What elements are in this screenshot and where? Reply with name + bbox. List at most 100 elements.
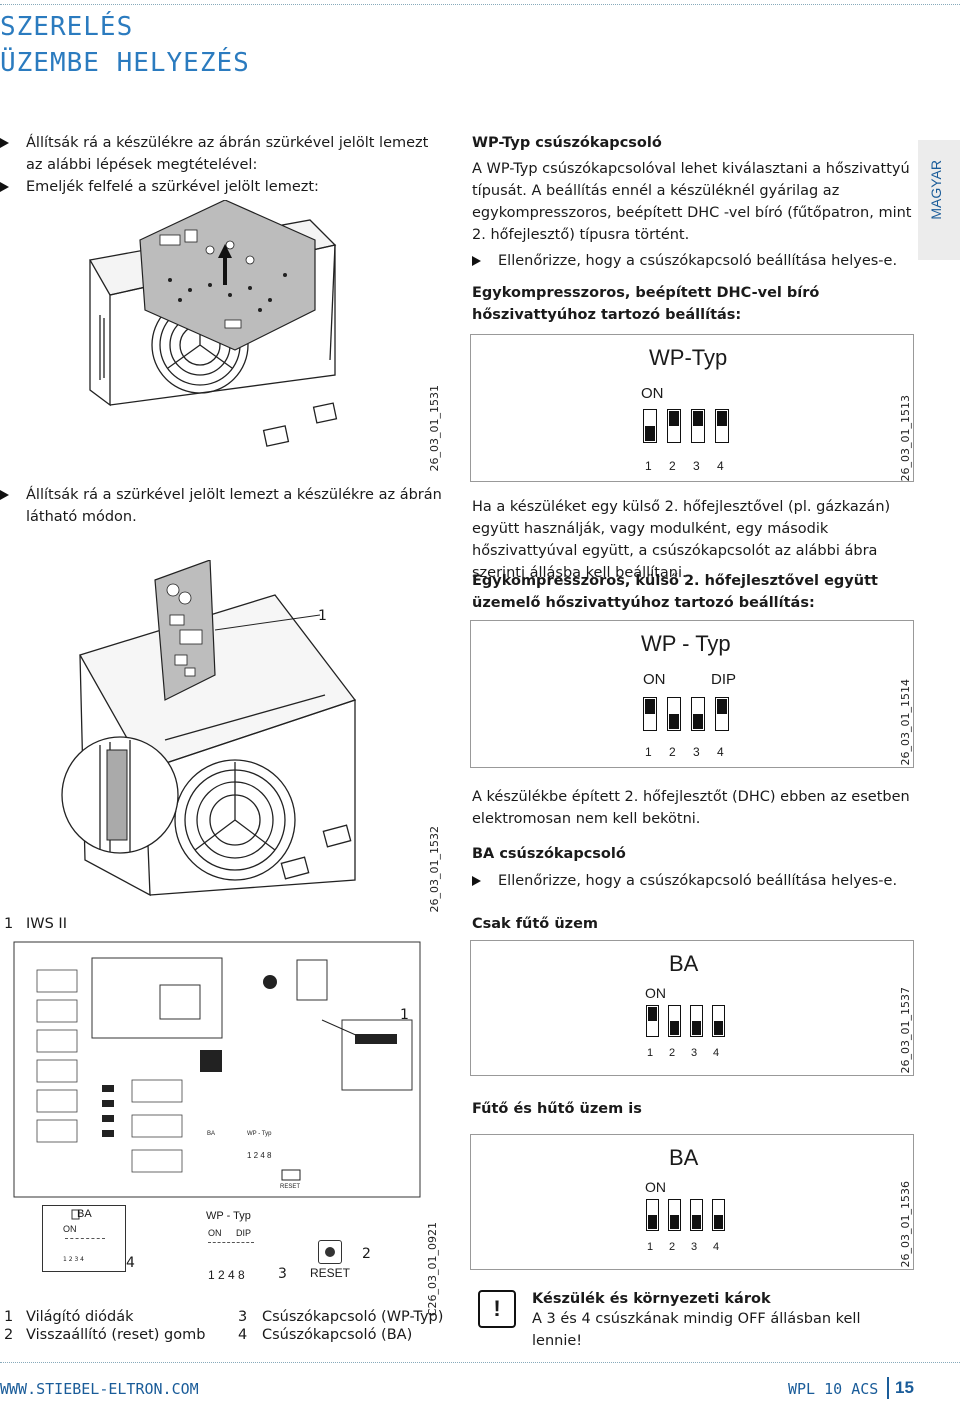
figure-id-1531: 26_03_01_1531 xyxy=(428,385,441,472)
board-wp-dip-label: DIP xyxy=(236,1228,252,1238)
diagram-4-num-1: 1 xyxy=(647,1241,654,1253)
warning-box: ! Készülék és környezeti károk A 3 és 4 … xyxy=(470,1284,912,1349)
diagram-4-on-label: ON xyxy=(645,1179,666,1195)
board-wp-on-label: ON xyxy=(208,1228,222,1238)
diagram-3-on-label: ON xyxy=(645,985,666,1001)
diagram-1-num-4: 4 xyxy=(717,459,724,473)
ba-check: Ellenőrizze, hogy a csúszókapcsoló beáll… xyxy=(472,870,908,892)
board-wp-label: WP - Typ xyxy=(206,1210,251,1222)
wp-typ-diagram-2: WP - Typ ON DIP 1 2 3 4 26_03_01_1514 xyxy=(470,620,914,768)
diagram-1-on-label: ON xyxy=(641,385,664,402)
diagram-4-num-3: 3 xyxy=(691,1241,698,1253)
diagram-2-switch-4 xyxy=(715,697,729,731)
diagram-3-switch-2 xyxy=(668,1005,681,1037)
diagram-3-id: 26_03_01_1537 xyxy=(899,987,912,1074)
diagram-2-id: 26_03_01_1514 xyxy=(899,679,912,766)
footer-rule xyxy=(0,1362,960,1363)
setting-1-title: Egykompresszoros, beépített DHC-vel bíró… xyxy=(472,285,820,323)
diagram-3-num-3: 3 xyxy=(691,1047,698,1059)
board-ba-label: BA xyxy=(77,1208,92,1220)
warning-title: Készülék és környezeti károk xyxy=(532,1291,771,1307)
reset-label: RESET xyxy=(310,1266,351,1280)
board-callout-1: 1 xyxy=(400,1007,409,1023)
diagram-1-title: WP-Typ xyxy=(649,345,728,370)
diagram-4-switch-2 xyxy=(668,1199,681,1231)
diagram-4-title: BA xyxy=(669,1145,699,1170)
diagram-1-switch-4 xyxy=(715,409,729,443)
heat-pump-figure-raise-plate xyxy=(60,199,440,470)
ba-diagram-heat-only: BA ON 1 2 3 4 26_03_01_1537 xyxy=(470,940,914,1076)
diagram-3-num-2: 2 xyxy=(669,1047,676,1059)
external-paragraph: Ha a készüléket egy külső 2. hőfejlesztő… xyxy=(472,499,891,581)
board-callout-3: 3 xyxy=(278,1266,287,1282)
board-wp-numbers: 1 2 4 8 xyxy=(208,1268,245,1282)
board-callout-4: 4 xyxy=(126,1255,135,1271)
diagram-1-num-1: 1 xyxy=(645,459,652,473)
svg-text:RESET: RESET xyxy=(280,1184,300,1190)
diagram-3-num-4: 4 xyxy=(713,1047,720,1059)
legend-item-2-text: Visszaállító (reset) gomb xyxy=(26,1327,206,1343)
diagram-1-id: 26_03_01_1513 xyxy=(899,395,912,482)
ba-diagram-heat-cool: BA ON 1 2 3 4 26_03_01_1536 xyxy=(470,1134,914,1270)
legend-item-4-num: 4 xyxy=(238,1327,248,1343)
legend-item-4-text: Csúszókapcsoló (BA) xyxy=(262,1327,413,1343)
language-tab: MAGYAR xyxy=(918,140,960,260)
diagram-4-switch-3 xyxy=(690,1199,703,1231)
diagram-1-switch-1 xyxy=(643,409,657,443)
language-tab-label: MAGYAR xyxy=(928,160,944,220)
diagram-1-switch-3 xyxy=(691,409,705,443)
warning-icon: ! xyxy=(478,1290,516,1328)
board-wp-switch-box: WP - Typ ON DIP 1 2 4 8 xyxy=(200,1208,275,1288)
footer-model: WPL 10 ACS xyxy=(788,1380,879,1398)
diagram-1-num-3: 3 xyxy=(693,459,700,473)
page-title: ÜZEMBE HELYEZÉS xyxy=(0,48,250,78)
diagram-2-num-3: 3 xyxy=(693,745,700,759)
diagram-4-switch-1 xyxy=(646,1199,659,1231)
diagram-4-switch-4 xyxy=(712,1199,725,1231)
figure-legend-text: IWS II xyxy=(26,916,67,932)
board-callout-2: 2 xyxy=(362,1246,371,1262)
instruction-step-1: Állítsák rá a készülékre az ábrán szürké… xyxy=(0,132,446,176)
page-number: 15 xyxy=(895,1378,914,1397)
section-title: SZERELÉS xyxy=(0,12,134,42)
diagram-3-switch-4 xyxy=(712,1005,725,1037)
board-ba-on-label: ON xyxy=(63,1224,77,1234)
footer-divider xyxy=(887,1377,889,1399)
heat-pump-figure-board-mounted xyxy=(55,559,445,900)
diagram-2-dip-label: DIP xyxy=(711,671,737,688)
heat-cool-title: Fűtő és hűtő üzem is xyxy=(472,1101,642,1117)
svg-text:BA: BA xyxy=(207,1131,215,1137)
diagram-2-switch-1 xyxy=(643,697,657,731)
diagram-1-switch-2 xyxy=(667,409,681,443)
heat-only-title: Csak fűtő üzem xyxy=(472,916,599,932)
diagram-2-title: WP - Typ xyxy=(641,631,731,656)
diagram-4-num-2: 2 xyxy=(669,1241,676,1253)
dhc-paragraph: A készülékbe épített 2. hőfejlesztőt (DH… xyxy=(472,789,910,827)
wp-typ-paragraph: A WP-Typ csúszókapcsolóval lehet kiválas… xyxy=(472,161,912,243)
footer-url[interactable]: WWW.STIEBEL-ELTRON.COM xyxy=(0,1380,199,1398)
setting-2-title: Egykompresszoros, külső 2. hőfejlesztőve… xyxy=(472,573,878,611)
svg-text:WP - Typ: WP - Typ xyxy=(247,1131,272,1137)
instruction-step-2: Emeljék felfelé a szürkével jelölt lemez… xyxy=(0,176,446,198)
diagram-2-switch-3 xyxy=(691,697,705,731)
reset-button-graphic xyxy=(318,1240,342,1264)
diagram-3-switch-3 xyxy=(690,1005,703,1037)
legend-item-3-num: 3 xyxy=(238,1309,248,1325)
legend-item-1-num: 1 xyxy=(4,1309,14,1325)
diagram-2-num-1: 1 xyxy=(645,745,652,759)
wp-typ-heading: WP-Typ csúszókapcsoló xyxy=(472,135,662,151)
warning-text: A 3 és 4 csúszkának mindig OFF állásban … xyxy=(532,1311,861,1349)
legend-item-1-text: Világító diódák xyxy=(26,1309,134,1325)
figure-legend-number: 1 xyxy=(4,916,14,932)
board-ba-switch-box: BA ON 1 2 3 4 xyxy=(42,1205,126,1272)
instruction-step-3: Állítsák rá a szürkével jelölt lemezt a … xyxy=(0,484,446,528)
figure-callout-1: 1 xyxy=(318,608,327,624)
figure-id-1532: 26_03_01_1532 xyxy=(428,826,441,913)
diagram-3-num-1: 1 xyxy=(647,1047,654,1059)
diagram-2-on-label: ON xyxy=(643,671,666,688)
wp-typ-diagram-1: WP-Typ ON 1 2 3 4 26_03_01_1513 xyxy=(470,334,914,482)
header-rule-top xyxy=(0,4,960,5)
legend-item-3-text: Csúszókapcsoló (WP-Typ) xyxy=(262,1309,444,1325)
diagram-3-title: BA xyxy=(669,951,699,976)
diagram-2-switch-2 xyxy=(667,697,681,731)
